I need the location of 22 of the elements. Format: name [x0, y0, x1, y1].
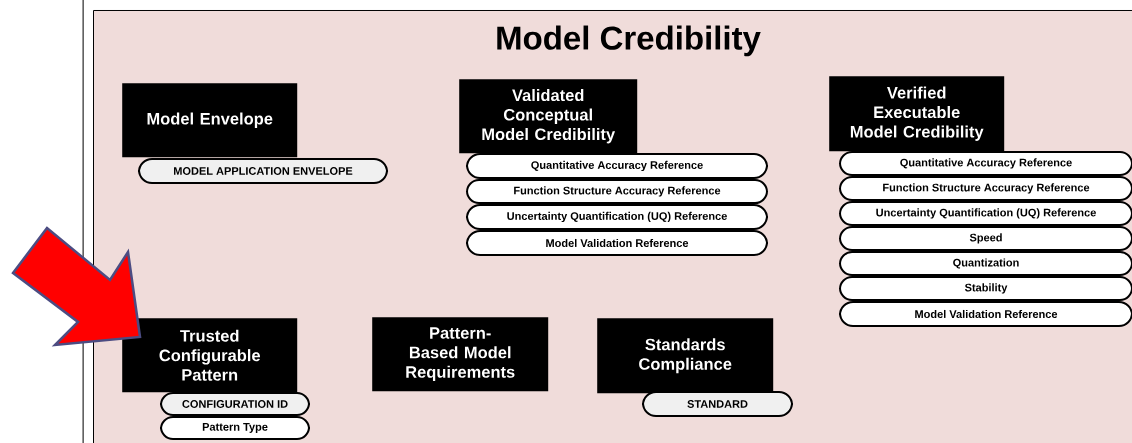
attribute-pill: MODEL APPLICATION ENVELOPE [138, 158, 388, 184]
title-box: Validated Conceptual Model Credibility [459, 79, 638, 154]
title-box: Verified Executable Model Credibility [829, 76, 1005, 152]
attribute-pill: Function Structure Accuracy Reference [466, 179, 768, 204]
attribute-pill: Function Structure Accuracy Reference [839, 176, 1132, 201]
attribute-pill: Model Validation Reference [466, 230, 768, 256]
attribute-pill: Quantitative Accuracy Reference [466, 153, 768, 179]
title-box: Trusted Configurable Pattern [122, 318, 298, 393]
title-box: Model Envelope [122, 83, 298, 158]
attribute-pill: STANDARD [642, 391, 793, 417]
attribute-pill: Model Validation Reference [839, 301, 1132, 327]
title-box: Standards Compliance [597, 318, 774, 394]
attribute-pill: CONFIGURATION ID [160, 392, 310, 416]
attribute-pill: Quantization [839, 251, 1132, 276]
attribute-pill: Stability [839, 276, 1132, 301]
arrow [11, 226, 142, 347]
attribute-pill: Pattern Type [160, 416, 310, 440]
attribute-pill: Speed [839, 226, 1132, 251]
attribute-pill: Uncertainty Quantification (UQ) Reference [466, 204, 768, 230]
attribute-pill: Quantitative Accuracy Reference [839, 151, 1132, 176]
title-box: Pattern-Based Model Requirements [372, 317, 549, 392]
attribute-pill: Uncertainty Quantification (UQ) Reference [839, 201, 1132, 226]
